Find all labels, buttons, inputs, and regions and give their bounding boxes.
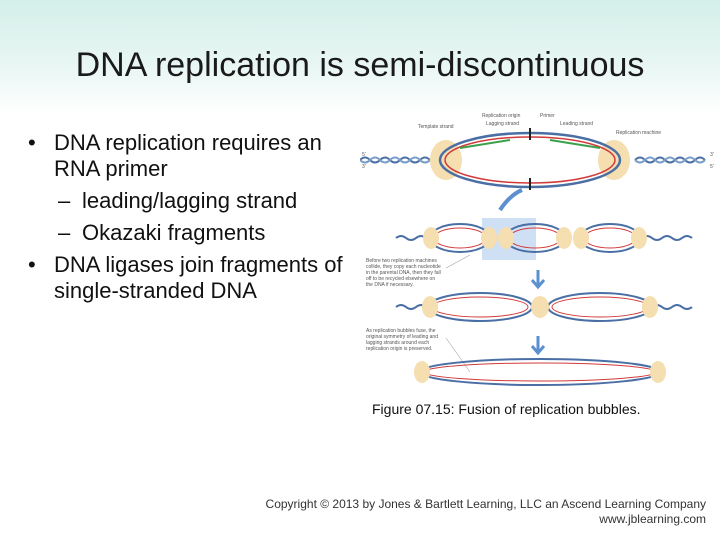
dash-symbol: – bbox=[58, 220, 71, 245]
slide-title: DNA replication is semi-discontinuous bbox=[75, 46, 645, 84]
label-3prime: 3' bbox=[362, 164, 366, 170]
row3-right-helix bbox=[651, 304, 693, 310]
sub-bullet-text: Okazaki fragments bbox=[82, 220, 266, 245]
bullet-list: • DNA replication requires an RNA primer… bbox=[28, 130, 358, 310]
pointer-line bbox=[445, 254, 471, 269]
note-line: lagging strands around each bbox=[366, 340, 429, 346]
machine bbox=[498, 227, 514, 249]
top-bubble: Replication origin Primer Lagging strand… bbox=[360, 113, 714, 190]
note-line: As replication bubbles fuse, the bbox=[366, 328, 436, 334]
label-5prime: 5' bbox=[362, 152, 366, 158]
note-line: replication origin is preserved. bbox=[366, 346, 432, 352]
label-lagging-strand: Lagging strand bbox=[486, 121, 519, 127]
label-5prime: 5' bbox=[710, 164, 714, 170]
right-helix bbox=[634, 156, 706, 164]
copyright-footer: Copyright © 2013 by Jones & Bartlett Lea… bbox=[266, 497, 706, 527]
bullet-symbol: • bbox=[28, 252, 36, 277]
small-bubble-inner bbox=[433, 227, 487, 249]
bullet-symbol: • bbox=[28, 130, 36, 155]
label-primer: Primer bbox=[540, 113, 555, 119]
left-helix-strand bbox=[360, 156, 441, 164]
row-3-bubbles bbox=[395, 292, 693, 322]
label-leading-strand: Leading strand bbox=[560, 121, 593, 127]
note-2: As replication bubbles fuse, the origina… bbox=[366, 328, 471, 373]
copyright-text: Copyright © 2013 by Jones & Bartlett Lea… bbox=[265, 497, 706, 511]
row2-left-helix bbox=[395, 235, 427, 241]
sub-bullet-item: – Okazaki fragments bbox=[28, 220, 358, 246]
medium-bubble-inner bbox=[551, 296, 649, 318]
machine bbox=[642, 296, 658, 318]
row2-right-helix bbox=[641, 235, 693, 241]
row-2-bubbles bbox=[395, 223, 693, 253]
note-line: Before two replication machines bbox=[366, 258, 437, 264]
label-replication-machine: Replication machine bbox=[616, 130, 661, 136]
sub-bullet-text: leading/lagging strand bbox=[82, 188, 298, 213]
label-replication-origin: Replication origin bbox=[482, 113, 521, 119]
row3-left-helix bbox=[395, 304, 427, 310]
down-arrow-icon bbox=[530, 270, 546, 290]
note-line: off to be recycled elsewhere on bbox=[366, 276, 435, 282]
figure-caption: Figure 07.15: Fusion of replication bubb… bbox=[372, 401, 641, 417]
pointer-line bbox=[445, 337, 471, 373]
right-replication-machine bbox=[598, 140, 630, 180]
machine bbox=[414, 361, 430, 383]
left-replication-machine bbox=[430, 140, 462, 180]
machine bbox=[422, 296, 438, 318]
note-1: Before two replication machines collide,… bbox=[366, 254, 471, 288]
note-line: original symmetry of leading and bbox=[366, 334, 438, 340]
note-line: the DNA if necessary. bbox=[366, 282, 414, 288]
label-template-strand: Template strand bbox=[418, 124, 454, 130]
bullet-text: DNA ligases join fragments of single-str… bbox=[54, 252, 343, 303]
lagging-fragment bbox=[549, 139, 601, 149]
leading-strand-line bbox=[444, 136, 616, 184]
note-line: collide, they copy each nucleotide bbox=[366, 264, 441, 270]
medium-bubble-inner bbox=[431, 296, 529, 318]
machine bbox=[650, 361, 666, 383]
sub-bullet-item: – leading/lagging strand bbox=[28, 188, 358, 214]
machine bbox=[556, 227, 572, 249]
machine bbox=[573, 227, 589, 249]
row-4-bubble bbox=[414, 358, 666, 386]
right-helix-strand bbox=[634, 156, 706, 164]
note-line: in the parental DNA, then they fall bbox=[366, 270, 441, 276]
curved-arrow-icon bbox=[498, 188, 523, 212]
small-bubble-inner bbox=[583, 227, 637, 249]
bullet-item: • DNA ligases join fragments of single-s… bbox=[28, 252, 358, 304]
machine bbox=[423, 227, 439, 249]
lagging-fragment bbox=[459, 139, 511, 149]
long-bubble-inner bbox=[423, 362, 657, 382]
machine bbox=[531, 296, 549, 318]
replication-bubble-diagram: Replication origin Primer Lagging strand… bbox=[360, 113, 714, 386]
bullet-text: DNA replication requires an RNA primer bbox=[54, 130, 322, 181]
machine bbox=[481, 227, 497, 249]
website-text: www.jblearning.com bbox=[599, 512, 706, 526]
label-3prime: 3' bbox=[710, 152, 714, 158]
down-arrow-icon bbox=[530, 336, 546, 356]
bullet-item: • DNA replication requires an RNA primer bbox=[28, 130, 358, 182]
machine bbox=[631, 227, 647, 249]
dash-symbol: – bbox=[58, 188, 71, 213]
